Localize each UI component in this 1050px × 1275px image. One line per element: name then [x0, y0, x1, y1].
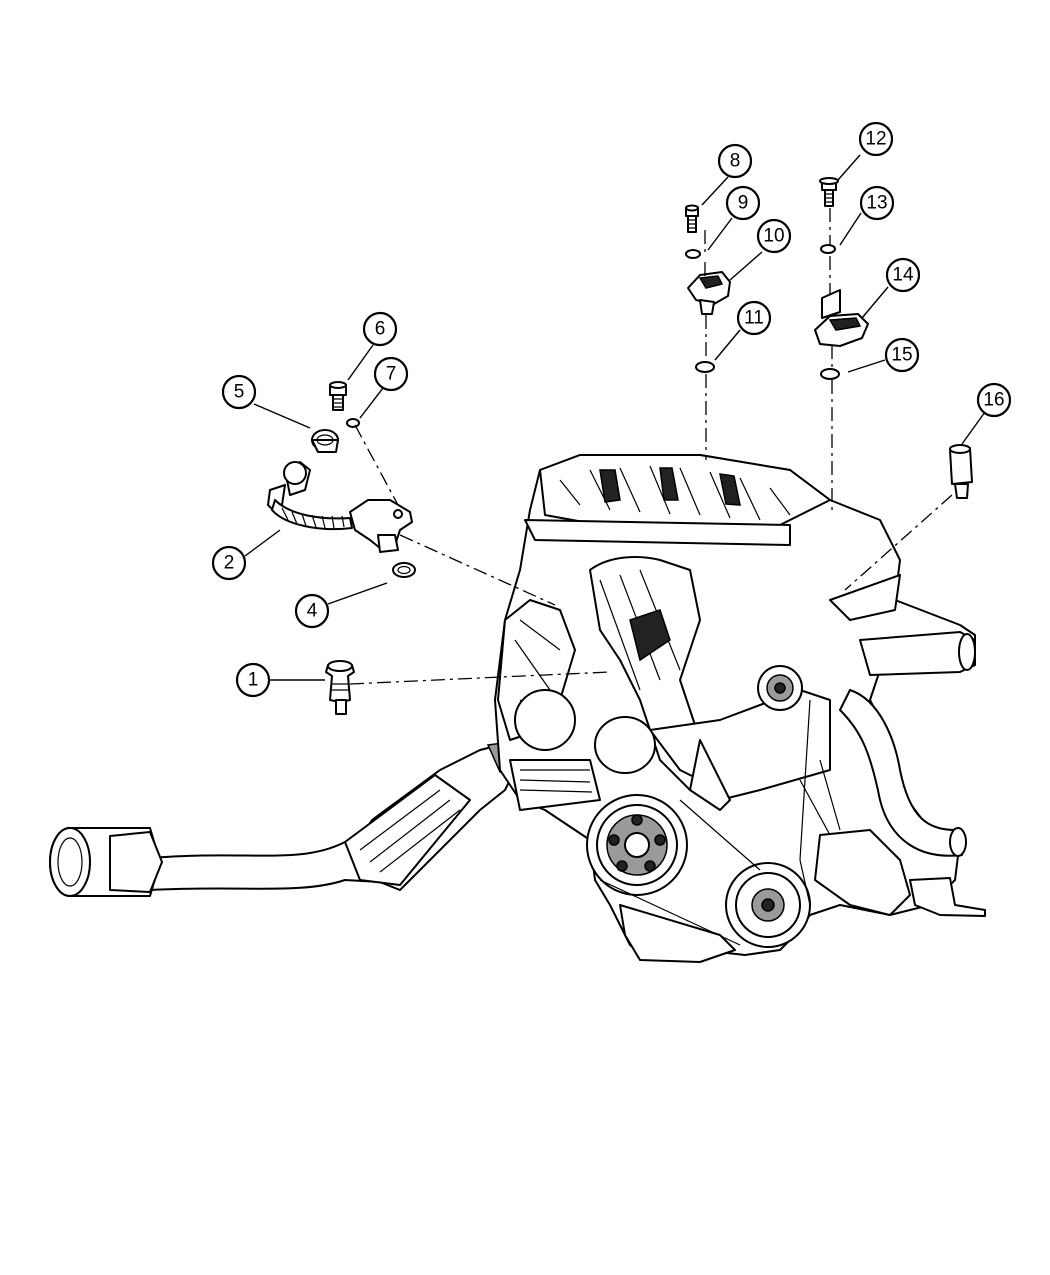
valve-cover [524, 454, 831, 546]
part-6-bolt [329, 381, 347, 411]
idler-pulley [757, 665, 803, 711]
coolant-pipe [859, 631, 976, 676]
part-8-bolt [685, 204, 699, 233]
callout-label: 14 [892, 265, 914, 286]
callout-12: 12 [858, 121, 894, 157]
callout-label: 6 [375, 319, 386, 340]
callout-5: 5 [221, 374, 257, 410]
part-1-sensor [325, 660, 355, 715]
callout-label: 9 [738, 193, 749, 214]
callout-14: 14 [885, 257, 921, 293]
engine-assembly [49, 454, 986, 963]
callout-15: 15 [884, 337, 920, 373]
callout-label: 15 [891, 345, 912, 366]
part-11-o-ring [695, 361, 715, 373]
callout-label: 10 [763, 226, 784, 247]
power-steering-pulley [725, 862, 811, 948]
callout-6: 6 [362, 311, 398, 347]
callout-1: 1 [235, 662, 271, 698]
part-12-bolt [819, 177, 839, 207]
callout-7: 7 [373, 356, 409, 392]
placement-lines [349, 208, 953, 685]
part-15-o-ring [820, 368, 840, 380]
callout-label: 16 [983, 390, 1004, 411]
part-14-sensor [814, 289, 869, 347]
callout-label: 2 [224, 553, 235, 574]
callout-label: 4 [307, 601, 318, 622]
callout-label: 13 [866, 193, 887, 214]
part-9-washer [685, 249, 701, 259]
part-2-sensor-harness [267, 461, 413, 553]
exhaust-pipe [49, 741, 522, 897]
callout-13: 13 [859, 185, 895, 221]
part-7-washer [346, 418, 360, 428]
callout-9: 9 [725, 185, 761, 221]
callout-label: 11 [744, 308, 764, 329]
callout-label: 12 [865, 129, 886, 150]
part-5-spacer [311, 429, 339, 453]
part-10-sensor [687, 271, 731, 315]
callout-4: 4 [294, 593, 330, 629]
callout-label: 8 [730, 151, 741, 172]
callout-label: 1 [248, 670, 259, 691]
part-13-washer [820, 244, 836, 254]
callout-11: 11 [736, 300, 772, 336]
callout-10: 10 [756, 218, 792, 254]
callout-2: 2 [211, 545, 247, 581]
part-16-switch [949, 444, 973, 499]
callout-leaders [244, 154, 986, 681]
callout-label: 7 [386, 364, 397, 385]
part-4-o-ring [392, 562, 416, 578]
crank-pulley [586, 794, 688, 896]
oil-pan [619, 904, 736, 963]
callout-8: 8 [717, 143, 753, 179]
callout-16: 16 [976, 382, 1012, 418]
callout-label: 5 [234, 382, 245, 403]
engine-mount [814, 829, 911, 916]
